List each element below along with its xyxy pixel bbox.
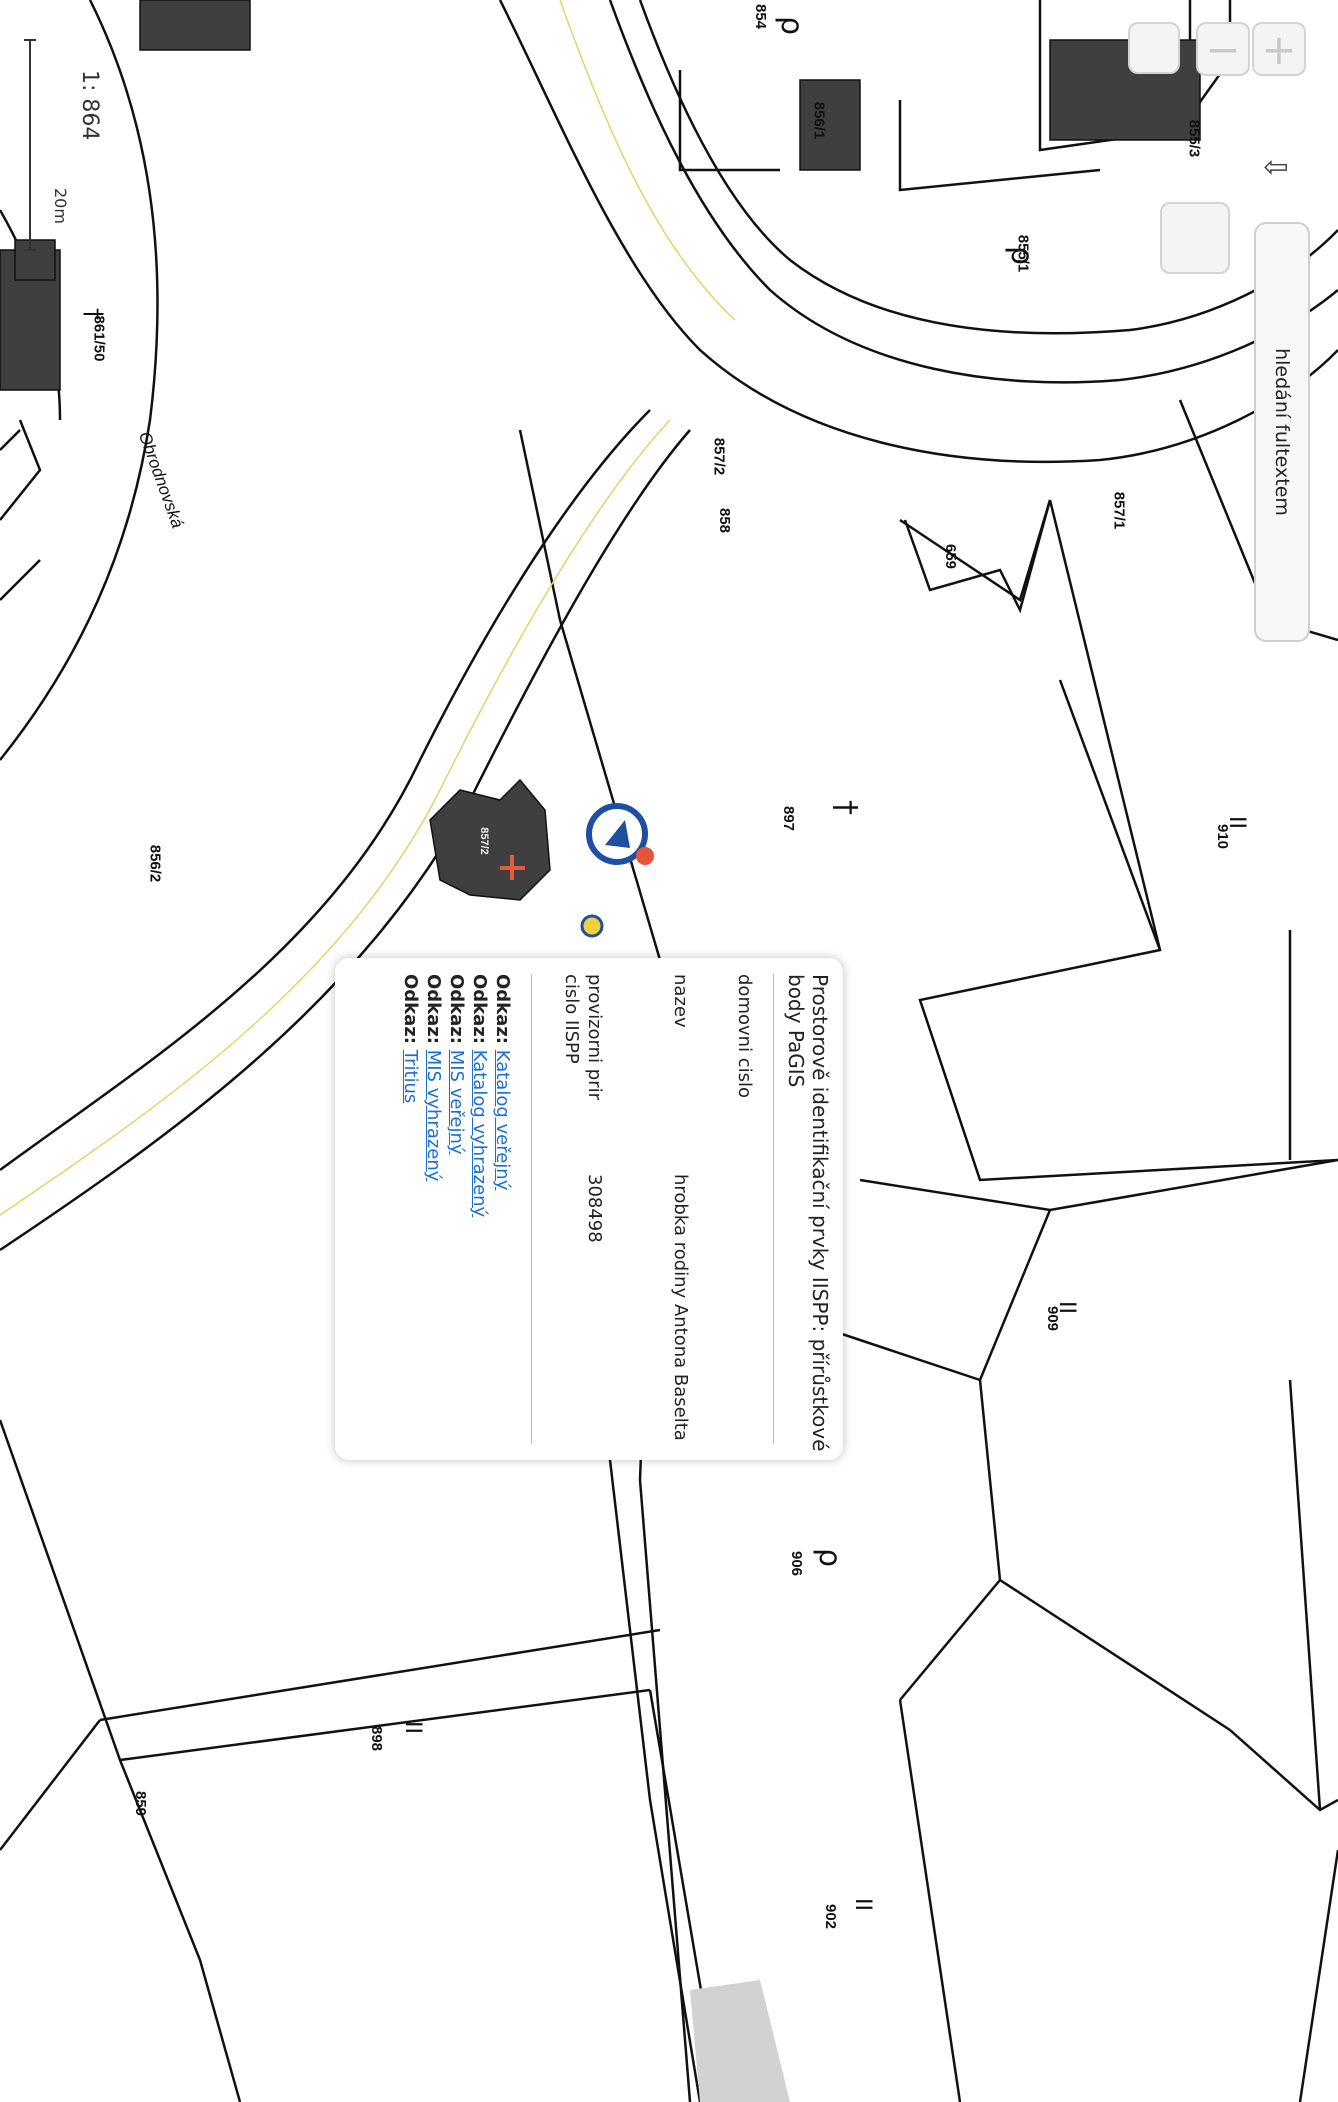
parcel-line	[899, 1579, 1001, 1701]
parcel-line	[608, 1459, 702, 2102]
link-label: Odkaz:	[469, 974, 490, 1044]
row-key: domovni cislo	[734, 974, 755, 1099]
building-hrobka	[429, 778, 551, 901]
link-label: Odkaz:	[400, 974, 421, 1044]
road-edge	[608, 0, 1338, 384]
cross-symbol: †	[828, 800, 863, 815]
parcel-line	[859, 1158, 1338, 1212]
blank-button[interactable]	[1128, 22, 1180, 74]
parcel-line	[0, 559, 41, 601]
link-label: Odkaz:	[423, 974, 444, 1044]
scale-bar-label: 20m	[51, 188, 70, 224]
zoom-out-button[interactable]: −	[1196, 22, 1250, 76]
parcel-line	[678, 70, 780, 172]
zoom-in-icon: +	[1261, 24, 1297, 74]
parcel-line	[1058, 679, 1162, 951]
parcel-line	[898, 1699, 962, 2102]
link-label: Odkaz:	[492, 974, 513, 1044]
parcel-label: 859	[132, 1790, 150, 1817]
parcel-line	[0, 1419, 242, 2102]
road-edge	[0, 409, 651, 1172]
link-label: Odkaz:	[446, 974, 467, 1044]
cemetery-symbol: ρ	[774, 15, 810, 36]
scale-ratio: 1: 864	[77, 70, 102, 141]
meadow-symbol: II	[849, 1898, 875, 1911]
parcel-line	[918, 499, 1338, 1182]
link-katalog-verejny[interactable]: Katalog veřejný	[492, 1049, 513, 1191]
parcel-line	[518, 429, 562, 621]
parcel-line	[898, 100, 1101, 192]
parcel-label: 857/2	[710, 437, 728, 476]
row-value: hrobka rodiny Antona Baselta	[670, 1174, 691, 1441]
zoom-in-button[interactable]: +	[1252, 22, 1306, 76]
meadow-symbol: II	[1223, 816, 1249, 829]
parcel-line	[1229, 1729, 1338, 1812]
building	[139, 0, 251, 51]
parcel-line	[1288, 1379, 1322, 1811]
parcel-line	[899, 499, 1052, 602]
row-key: nazev	[670, 974, 691, 1028]
link-mis-verejny[interactable]: MIS veřejný	[446, 1049, 467, 1155]
cemetery-symbol: ρ	[1004, 245, 1040, 266]
parcel-label: 898	[368, 1725, 386, 1752]
row-value: 308498	[584, 1174, 605, 1243]
road-edge	[498, 0, 1338, 464]
parcel-label: 857/1	[1110, 491, 1128, 530]
link-katalog-vyhrazeny[interactable]: Katalog vyhrazený	[469, 1049, 490, 1218]
popup-links: Odkaz: Katalog veřejný Odkaz: Katalog vy…	[399, 974, 514, 1444]
building	[799, 79, 861, 171]
parcel-label: 858	[716, 507, 734, 534]
meadow-symbol: II	[1053, 1301, 1079, 1314]
map-scale: 1: 864 20m	[30, 40, 102, 250]
parcel-label: 857/2	[477, 827, 490, 855]
link-mis-vyhrazeny[interactable]: MIS vyhrazený	[423, 1049, 444, 1182]
row-key: provizorni prir cislo IISPP	[561, 974, 605, 1100]
parcel-line	[119, 1688, 651, 1762]
parcel-label: 856/2	[146, 844, 164, 883]
parcel-label: 659	[942, 543, 960, 570]
cemetery-symbol: ρ	[812, 1547, 848, 1568]
feature-info-popup: Prostorově identifikační prvky IISPP: př…	[335, 958, 843, 1460]
cross-symbol: †	[80, 308, 108, 320]
road-edge	[0, 0, 159, 761]
meadow-symbol: II	[399, 1721, 425, 1734]
layer-button[interactable]	[1160, 202, 1230, 274]
gray-area	[690, 1980, 790, 2102]
building	[14, 239, 56, 281]
arrow-down-icon[interactable]: ⇩	[1257, 154, 1293, 181]
parcel-label: 897	[780, 805, 798, 832]
parcel-label: 906	[788, 1550, 806, 1577]
parcel-line	[1298, 1849, 1338, 2102]
parcel-line	[903, 499, 1052, 614]
link-tritius[interactable]: Tritius	[400, 1049, 421, 1104]
parcel-line	[99, 1628, 661, 1722]
parcel-line	[0, 429, 21, 451]
parcel-label: 861/50	[90, 315, 108, 362]
zoom-out-icon: −	[1205, 24, 1241, 74]
fulltext-search-button[interactable]: hledání fultextem	[1254, 222, 1310, 642]
search-label: hledání fultextem	[1271, 348, 1293, 516]
popup-title: Prostorově identifikační prvky IISPP: př…	[784, 974, 832, 1452]
parcel-label: 854	[752, 3, 770, 30]
road-edge	[638, 0, 1338, 335]
parcel-line	[978, 1209, 1052, 1381]
parcel-line	[0, 419, 42, 521]
parcel-label: 902	[822, 1903, 840, 1930]
parcel-label: 855/3	[1185, 119, 1203, 158]
popup-anchor-marker	[580, 914, 604, 938]
parcel-line	[0, 1719, 101, 1851]
parcel-label: 856/1	[810, 101, 828, 140]
